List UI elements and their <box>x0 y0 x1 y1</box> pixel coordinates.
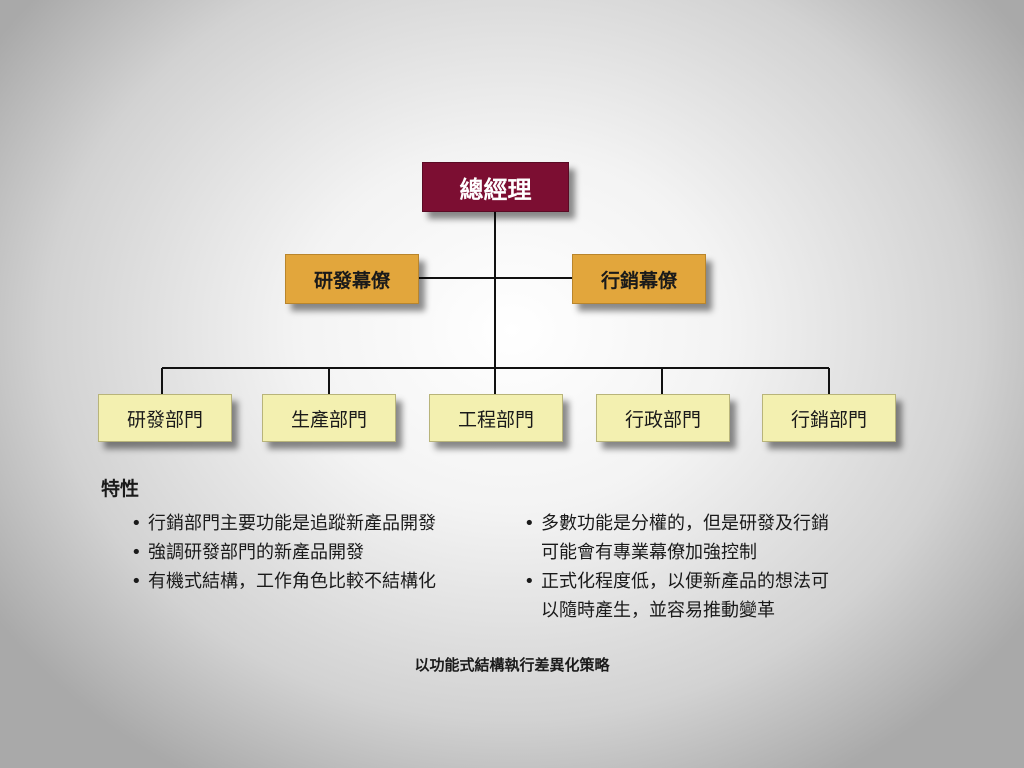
dept-box-engineering: 工程部門 <box>429 394 563 442</box>
list-item-text-continued: 可能會有專業幕僚加強控制 <box>541 542 757 563</box>
rd-staff-box: 研發幕僚 <box>285 254 419 304</box>
dept-box-marketing: 行銷部門 <box>762 394 896 442</box>
bullet-dot-icon: • <box>131 513 142 534</box>
features-list-left: • 行銷部門主要功能是追蹤新產品開發 • 強調研發部門的新產品開發 • 有機式結構，工… <box>131 509 436 596</box>
list-item-text: 多數功能是分權的，但是研發及行銷 <box>541 513 829 534</box>
list-item-text: 行銷部門主要功能是追蹤新產品開發 <box>148 513 436 534</box>
slide-caption: 以功能式結構執行差異化策略 <box>414 656 610 674</box>
list-item: • 多數功能是分權的，但是研發及行銷可能會有專業幕僚加強控制 <box>524 509 829 567</box>
dept-box-rd: 研發部門 <box>98 394 232 442</box>
marketing-staff-box: 行銷幕僚 <box>572 254 706 304</box>
list-item-text-continued: 以隨時產生，並容易推動變革 <box>541 600 775 621</box>
features-heading: 特性 <box>101 478 140 500</box>
general-manager-box: 總經理 <box>422 162 569 212</box>
bullet-dot-icon: • <box>131 571 142 592</box>
list-item-text: 強調研發部門的新產品開發 <box>148 542 364 563</box>
dept-box-administration: 行政部門 <box>596 394 730 442</box>
list-item-text: 正式化程度低，以便新產品的想法可 <box>541 571 829 592</box>
list-item: • 強調研發部門的新產品開發 <box>131 538 436 567</box>
list-item: • 行銷部門主要功能是追蹤新產品開發 <box>131 509 436 538</box>
list-item: • 有機式結構，工作角色比較不結構化 <box>131 567 436 596</box>
bullet-dot-icon: • <box>524 513 535 534</box>
bullet-dot-icon: • <box>524 571 535 592</box>
list-item: • 正式化程度低，以便新產品的想法可以隨時產生，並容易推動變革 <box>524 567 829 625</box>
bullet-dot-icon: • <box>131 542 142 563</box>
dept-box-production: 生產部門 <box>262 394 396 442</box>
list-item-text: 有機式結構，工作角色比較不結構化 <box>148 571 436 592</box>
features-list-right: • 多數功能是分權的，但是研發及行銷可能會有專業幕僚加強控制 • 正式化程度低，以便… <box>524 509 829 625</box>
